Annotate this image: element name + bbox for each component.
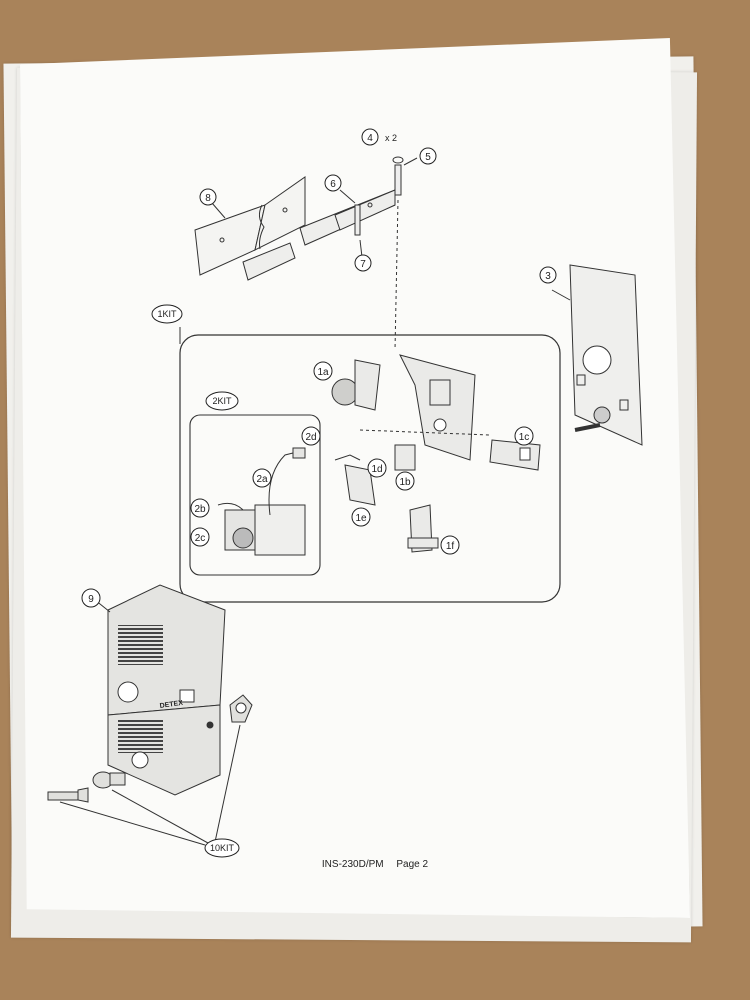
- callout-bubbles: [81, 128, 557, 858]
- kit-2-outline: [189, 414, 321, 576]
- part-6-7-bars: [242, 189, 396, 281]
- callout-1f: 1f: [446, 541, 455, 552]
- callout-2c: 2c: [195, 533, 206, 544]
- callout-3: 3: [545, 271, 551, 282]
- callout-2d: 2d: [305, 432, 316, 443]
- kit-10-key-cylinder: [47, 694, 253, 846]
- callout-1kit: 1KIT: [157, 309, 177, 319]
- callout-8: 8: [205, 193, 211, 204]
- page-footer: INS-230D/PM Page 2: [0, 859, 750, 870]
- callout-1a: 1a: [317, 367, 329, 378]
- part-8-plate: [194, 176, 306, 276]
- callout-1e: 1e: [355, 513, 367, 524]
- callout-2a: 2a: [256, 474, 268, 485]
- callout-4: 4: [367, 133, 373, 144]
- callout-5: 5: [425, 152, 431, 163]
- callout-2kit: 2KIT: [212, 396, 232, 406]
- callout-7: 7: [360, 259, 366, 270]
- callout-1c: 1c: [519, 432, 530, 443]
- callout-quantity: x 2: [385, 133, 397, 143]
- callout-1b: 1b: [399, 477, 411, 488]
- kit-1-outline: [179, 334, 561, 603]
- pin-hardware: [392, 156, 418, 351]
- callout-10kit: 10KIT: [210, 843, 235, 853]
- part-9-housing: [94, 584, 226, 796]
- callout-labels: 4 x 2 5 8 6 7 3 1KIT 1a 2KIT 2d 1c 1d 2a…: [88, 133, 551, 853]
- callout-9: 9: [88, 594, 94, 605]
- callout-2b: 2b: [194, 504, 206, 515]
- switch-assembly: [217, 447, 306, 556]
- page-number: Page 2: [396, 859, 429, 870]
- lock-mechanism: [331, 354, 541, 553]
- document-number: INS-230D/PM: [321, 859, 384, 870]
- part-3-mounting-plate: [551, 264, 643, 446]
- callout-1d: 1d: [371, 464, 382, 475]
- callout-6: 6: [330, 179, 336, 190]
- housing-brand-label: DETEX: [159, 700, 183, 710]
